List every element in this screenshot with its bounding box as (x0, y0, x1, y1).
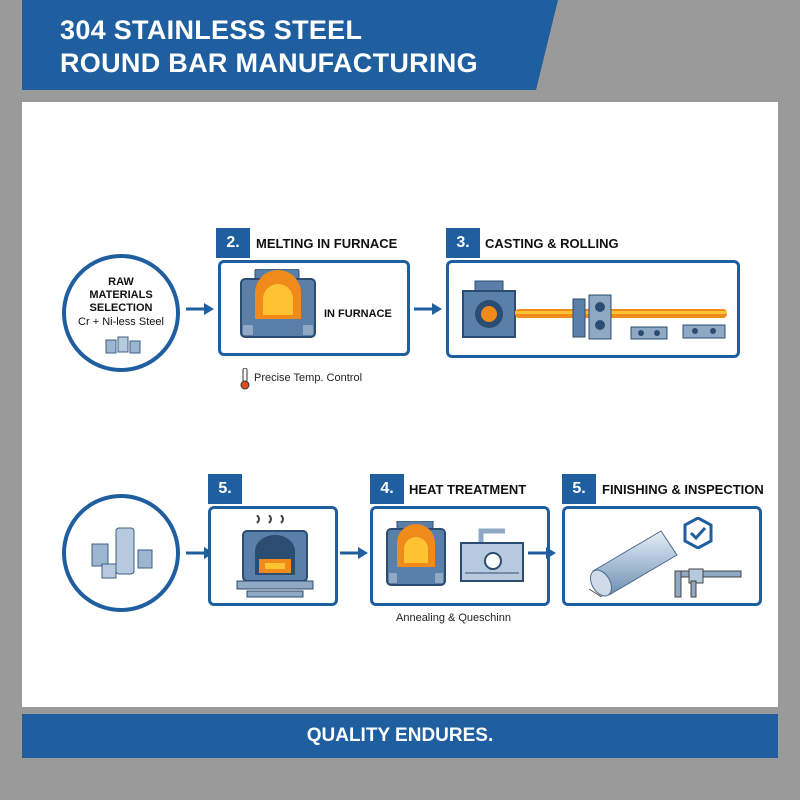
casting-step-box (446, 260, 740, 358)
melting-step-box: IN FURNACE (218, 260, 410, 356)
raw-line-1: RAW (108, 276, 134, 288)
title-line-1: 304 STAINLESS STEEL (60, 15, 363, 45)
oven-step-box (208, 506, 338, 606)
header-banner-shape (22, 0, 558, 90)
oven-step-number: 5. (208, 474, 242, 504)
billets-circle (62, 494, 180, 612)
heat-step-title: HEAT TREATMENT (409, 482, 527, 497)
round-bar-icon (588, 530, 678, 597)
page-title: 304 STAINLESS STEEL ROUND BAR MANUFACTUR… (60, 14, 478, 80)
header-banner: 304 STAINLESS STEEL ROUND BAR MANUFACTUR… (22, 0, 558, 90)
footer-tagline: QUALITY ENDURES. (306, 725, 494, 746)
footer-banner: QUALITY ENDURES. (22, 714, 778, 758)
finishing-step-number: 5. (562, 474, 596, 504)
diagram-canvas: RAW MATERIALS SELECTION Cr + Ni-less Ste… (22, 102, 778, 707)
arrow-5 (528, 547, 556, 559)
oven-icon (236, 515, 314, 598)
heat-step-number: 4. (370, 474, 404, 504)
finishing-step-box (562, 506, 762, 606)
casting-step-number: 3. (446, 228, 480, 258)
casting-step-title: CASTING & ROLLING (485, 236, 619, 251)
melting-note: Precise Temp. Control (254, 372, 363, 384)
raw-line-2: MATERIALS (89, 289, 153, 301)
caliper-icon (674, 568, 742, 598)
melting-step-title: MELTING IN FURNACE (256, 236, 398, 251)
quality-badge-icon (683, 517, 713, 549)
title-line-2: ROUND BAR MANUFACTURING (60, 48, 478, 78)
melting-step-number: 2. (216, 228, 250, 258)
furnace-icon (240, 269, 316, 338)
raw-materials-circle: RAW MATERIALS SELECTION Cr + Ni-less Ste… (62, 254, 180, 372)
arrow-1 (186, 303, 214, 315)
finishing-step-title: FINISHING & INSPECTION (602, 482, 764, 497)
metal-pieces-icon (105, 336, 141, 354)
heat-treatment-icon (386, 521, 524, 586)
thermometer-icon (240, 368, 250, 390)
billets-icon (91, 527, 153, 579)
arrow-2 (414, 303, 442, 315)
heat-step-box (370, 506, 550, 606)
in-furnace-label: IN FURNACE (324, 308, 392, 320)
raw-line-3: SELECTION (89, 302, 153, 314)
heat-note: Annealing & Queschinn (396, 612, 511, 624)
casting-rolling-icon (462, 280, 727, 340)
raw-sub: Cr + Ni-less Steel (78, 316, 164, 328)
arrow-4 (340, 547, 368, 559)
